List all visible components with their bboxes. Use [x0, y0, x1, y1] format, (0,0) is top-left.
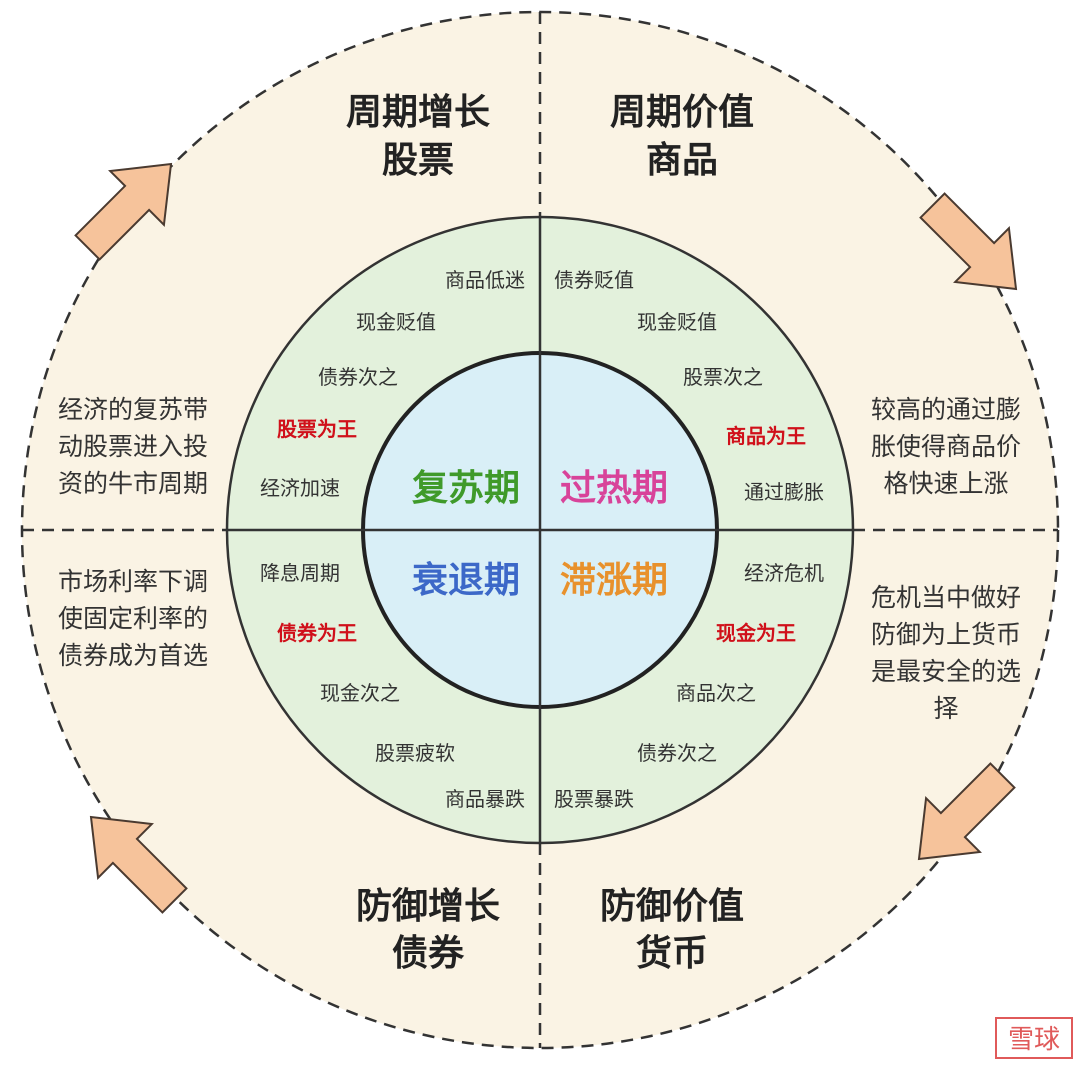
side-note-top-right-1: 较高的通过膨 — [871, 395, 1021, 424]
ring-item-overheat-3: 股票次之 — [683, 365, 763, 389]
ring-item-overheat-2: 现金贬值 — [637, 310, 717, 334]
arrow-top-left-icon — [74, 162, 173, 261]
ring-item-stagflation-1: 经济危机 — [744, 561, 824, 585]
side-note-bottom-left-3: 债券成为首选 — [58, 641, 208, 670]
quadrant-title-bottom-right-line1: 防御价值 — [600, 886, 744, 927]
ring-item-recession-4: 股票疲软 — [375, 741, 455, 765]
side-note-top-right-3: 格快速上涨 — [883, 469, 1008, 498]
quadrant-title-bottom-right-line2: 货币 — [636, 933, 708, 974]
ring-item-recovery-3: 债券次之 — [318, 365, 398, 389]
ring-item-overheat-5: 通过膨胀 — [744, 480, 824, 504]
side-note-bottom-right-1: 危机当中做好 — [871, 583, 1021, 612]
side-note-top-left-2: 动股票进入投 — [58, 432, 208, 461]
quadrant-title-top-right-line1: 周期价值 — [610, 92, 754, 133]
arrow-top-right-icon — [919, 192, 1018, 291]
ring-item-overheat-4: 商品为王 — [726, 424, 806, 448]
phase-overheat-label: 过热期 — [560, 468, 668, 509]
ring-item-stagflation-5: 股票暴跌 — [554, 787, 634, 811]
quadrant-title-bottom-left-line2: 债券 — [392, 933, 465, 974]
ring-item-recession-1: 降息周期 — [260, 561, 340, 585]
side-note-top-right-2: 胀使得商品价 — [871, 432, 1021, 461]
ring-item-stagflation-2: 现金为王 — [716, 621, 796, 645]
quadrant-title-top-left-line1: 周期增长 — [346, 92, 490, 133]
phase-recovery-label: 复苏期 — [412, 468, 520, 509]
watermark-text: 雪球 — [1008, 1025, 1060, 1055]
phase-recession-label: 衰退期 — [412, 560, 520, 601]
quadrant-title-top-right-line2: 商品 — [646, 140, 718, 181]
ring-item-recovery-2: 现金贬值 — [356, 310, 436, 334]
side-note-top-left-3: 资的牛市周期 — [58, 469, 208, 498]
ring-item-recession-3: 现金次之 — [320, 681, 400, 705]
ring-item-recession-2: 债券为王 — [277, 621, 357, 645]
quadrant-title-top-left-line2: 股票 — [382, 140, 454, 181]
side-note-bottom-left-1: 市场利率下调 — [58, 567, 208, 596]
phase-stagflation-label: 滞涨期 — [560, 560, 668, 601]
side-note-bottom-left-2: 使固定利率的 — [58, 604, 208, 633]
watermark-stamp: 雪球 — [995, 1017, 1073, 1059]
arrow-bottom-right-icon — [917, 762, 1016, 861]
ring-item-recovery-4: 股票为王 — [277, 417, 357, 441]
side-note-top-left-1: 经济的复苏带 — [58, 395, 208, 424]
quadrant-title-bottom-left-line1: 防御增长 — [356, 886, 500, 927]
ring-item-recovery-5: 经济加速 — [260, 476, 340, 500]
side-note-bottom-right-3: 是最安全的选 — [871, 657, 1021, 686]
arrow-bottom-left-icon — [89, 815, 188, 914]
ring-item-recession-5: 商品暴跌 — [445, 787, 525, 811]
ring-item-overheat-1: 债券贬值 — [554, 268, 634, 292]
side-note-bottom-right-4: 择 — [933, 694, 958, 723]
ring-item-stagflation-3: 商品次之 — [676, 681, 756, 705]
ring-item-stagflation-4: 债券次之 — [637, 741, 717, 765]
side-note-bottom-right-2: 防御为上货币 — [871, 620, 1021, 649]
ring-item-recovery-1: 商品低迷 — [445, 268, 525, 292]
